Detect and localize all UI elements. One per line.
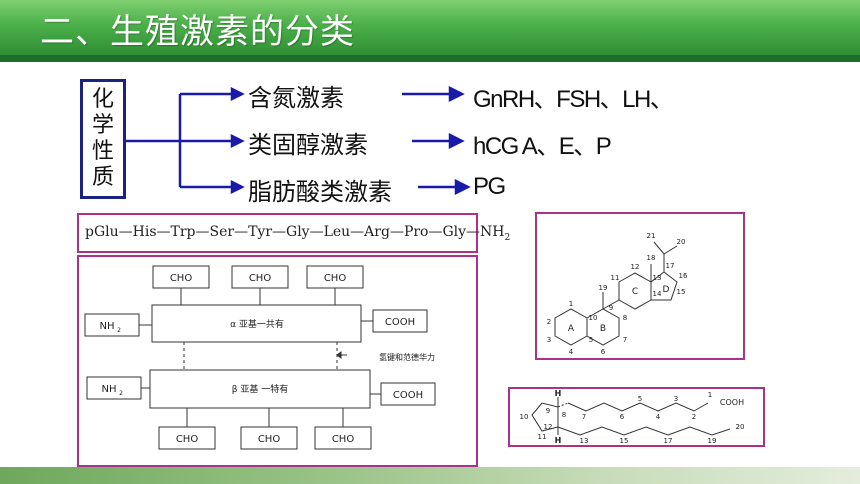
atom-number: 5 [589,336,593,344]
atom-number: 19 [599,284,608,292]
atom-number: 13 [653,274,662,282]
alpha-subunit-label: α 亚基一共有 [230,318,284,330]
atom-number: 21 [647,232,656,240]
arrowhead [448,132,465,150]
hydrogen-label: H [555,436,562,445]
atom-number: 16 [679,272,688,280]
title-bar-border [0,55,860,62]
atom-number: 20 [736,423,745,431]
prostaglandin-panel: H H 1 COOH 2 3 4 5 6 7 8 9 10 11 12 13 1… [508,387,765,447]
prostaglandin-diagram: H H 1 COOH 2 3 4 5 6 7 8 9 10 11 12 13 1… [520,389,745,445]
cho-label: CHO [332,434,355,445]
cho-label: CHO [324,273,347,284]
cho-box [314,426,372,450]
atom-number: 3 [674,395,678,403]
atom-number: 10 [589,314,598,322]
ring-label: B [600,324,606,334]
cho-label: CHO [170,273,193,284]
atom-number: 1 [708,391,712,399]
slide-title: 二、生殖激素的分类 [40,12,355,52]
atom-number: 10 [520,413,529,421]
steroid-nucleus-panel: A B C D 1 2 3 4 5 6 7 8 9 10 11 12 13 14… [535,212,745,360]
cho-label: CHO [249,273,272,284]
beta-subunit-box [149,369,371,409]
vertical-char: 质 [91,165,114,190]
atom-number: 7 [582,413,586,421]
ring-label: C [632,287,638,297]
atom-number: 8 [562,411,566,419]
arrowhead [230,86,245,102]
atom-number: 4 [656,413,661,421]
arrowhead [448,85,465,103]
bond-label: 氢键和范德华力 [379,352,435,362]
nh2-subscript: 2 [119,390,123,397]
nh2-label: NH [100,321,115,332]
atom-number: 17 [664,437,673,445]
cho-label: CHO [176,434,199,445]
atom-number: 11 [538,433,547,441]
cho-label: CHO [258,434,281,445]
atom-number: 3 [547,336,551,344]
beta-subunit-label: β 亚基 一特有 [232,383,288,395]
footer-decoration [0,467,860,484]
cooh-label: COOH [385,317,415,328]
glycoprotein-diagram: CHO CHO CHO NH 2 COOH α 亚基一共有 NH 2 COOH … [84,265,436,450]
examples-fatty-acid: PG [473,173,506,200]
atom-number: 20 [677,238,686,246]
carboxyl-label: COOH [720,398,744,407]
ring-d [650,271,678,301]
peptide-sequence: pGlu—His—Trp—Ser—Tyr—Gly—Leu—Arg—Pro—Gly… [85,224,510,243]
atom-number: 4 [569,348,574,356]
cho-box [158,426,216,450]
peptide-sequence-text: pGlu—His—Trp—Ser—Tyr—Gly—Leu—Arg—Pro—Gly… [85,224,505,240]
steroid-diagram: A B C D 1 2 3 4 5 6 7 8 9 10 11 12 13 14… [547,232,688,356]
vertical-char: 化 [91,87,114,112]
nh2-label: NH [102,384,117,395]
atom-number: 5 [638,395,642,403]
atom-number: 19 [708,437,717,445]
gnrh-peptide-panel: pGlu—His—Trp—Ser—Tyr—Gly—Leu—Arg—Pro—Gly… [77,213,510,253]
atom-number: 15 [677,288,686,296]
atom-number: 6 [601,348,606,356]
atom-number: 2 [547,318,551,326]
atom-number: 7 [623,336,627,344]
atom-number: 9 [546,407,550,415]
peptide-sequence-subscript: 2 [504,232,511,243]
atom-number: 11 [611,274,620,282]
atom-number: 14 [653,290,662,298]
arrowhead [230,179,245,195]
atom-number: 13 [580,437,589,445]
title-bar [0,0,860,55]
arrowhead [230,133,245,149]
nh2-subscript: 2 [117,327,121,334]
vertical-char: 学 [91,113,114,138]
atom-number: 15 [620,437,629,445]
glycoprotein-structure-panel: CHO CHO CHO NH 2 COOH α 亚基一共有 NH 2 COOH … [77,255,478,467]
category-fatty-acid: 脂肪酸类激素 [248,178,392,206]
cho-box [240,426,298,450]
vertical-char: 性 [91,139,114,164]
hydrogen-label: H [555,389,562,398]
alpha-subunit-box [151,304,362,343]
atom-number: 17 [666,262,675,270]
examples-steroid: hCG A、E、P [473,133,612,160]
arrowhead [454,178,471,196]
category-steroid: 类固醇激素 [248,131,368,159]
atom-number: 12 [544,423,553,431]
atom-number: 2 [692,413,696,421]
atom-number: 8 [623,314,627,322]
category-nitrogenous: 含氮激素 [248,84,344,112]
atom-number: 9 [609,304,613,312]
ring-label: D [663,285,670,295]
chemical-nature-box: 化 学 性 质 [80,79,126,199]
atom-number: 1 [569,300,573,308]
ring-label: A [568,324,575,334]
examples-nitrogenous: GnRH、FSH、LH、 [473,86,674,113]
cooh-label: COOH [393,390,423,401]
cyclopentane-ring [531,402,559,432]
atom-number: 12 [631,263,640,271]
atom-number: 18 [647,254,656,262]
atom-number: 6 [620,413,625,421]
